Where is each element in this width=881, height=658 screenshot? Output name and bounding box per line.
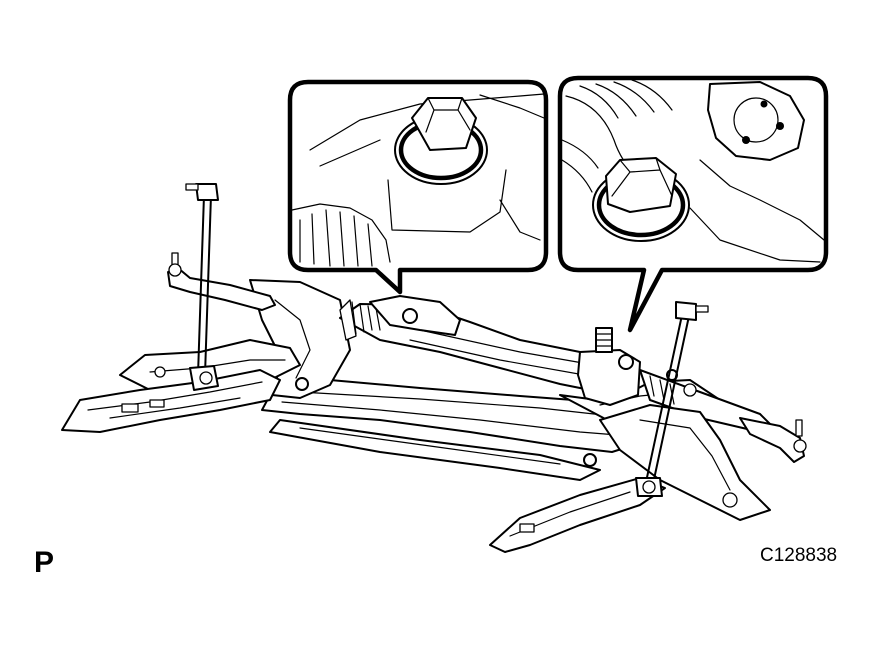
left-lower-arm — [61, 339, 301, 433]
detail-callout-right-bolt — [557, 75, 829, 333]
view-mark: P — [34, 546, 55, 579]
front-suspension-crossmember — [249, 279, 721, 481]
left-tie-rod-end — [167, 252, 276, 311]
steering-gear-assembly — [339, 295, 771, 433]
right-stabilizer-link — [635, 301, 709, 497]
detail-callout-left-bolt — [287, 79, 549, 295]
left-stabilizer-link — [185, 183, 219, 391]
right-lower-arm — [489, 383, 771, 553]
right-tie-rod-end — [739, 417, 807, 463]
figure-code: C128838 — [760, 545, 838, 566]
